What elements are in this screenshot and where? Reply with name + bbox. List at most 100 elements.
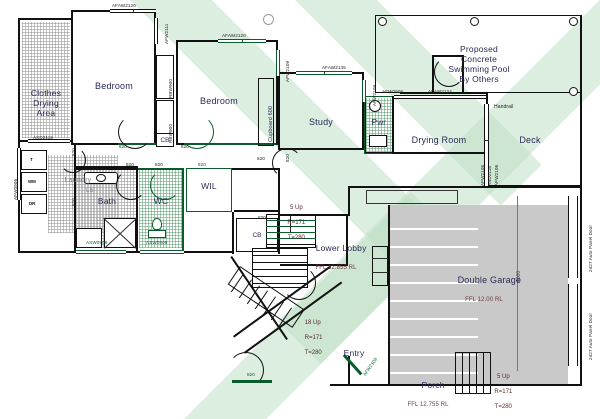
door-tag-bath: 820	[71, 198, 76, 206]
wall-study-left	[278, 72, 280, 150]
cb-bedroom-hall: CB	[156, 133, 174, 147]
garage-door-tag-bottom: 2427 Auto Panel Door	[588, 313, 593, 360]
window-drying-top	[394, 95, 486, 99]
stair-shaft-tread	[372, 272, 388, 273]
room-label-deck: Deck	[519, 135, 541, 145]
stair-annotation-porch: 5 Up R=171 T=280	[478, 367, 522, 419]
entry-door-leaf	[232, 380, 272, 383]
lower-lobby-ffl: FFL 12.855 RL	[315, 265, 357, 271]
wall-bath-top	[74, 168, 138, 170]
stair-lobby-arrow	[290, 216, 291, 232]
wall-porch-edge	[348, 356, 350, 386]
door-tag-entry: 820	[247, 372, 255, 377]
door-tag-hall-1: 820	[126, 162, 134, 167]
window-tag-study-right: AFW2109	[372, 84, 377, 106]
slab-joint	[388, 282, 478, 284]
room-label-bedroom-2: Bedroom	[200, 96, 238, 106]
slab-joint	[388, 336, 478, 338]
door-swing-bedroom1	[118, 115, 152, 149]
dryer-label: DR	[29, 201, 36, 206]
window-tag-cda-bottom: ASD2118	[33, 135, 54, 140]
door-swing-bed2-right	[272, 148, 302, 178]
wall-study-right	[362, 72, 364, 150]
window-mullion	[484, 140, 489, 141]
wall-hall-bottom	[74, 166, 138, 168]
slab-joint	[388, 300, 478, 302]
wall-lobby-top	[234, 210, 280, 212]
wall-laundry-right	[74, 145, 76, 253]
wc-pan	[152, 218, 162, 230]
stair-annotation-main: 18 Up R=171 T=280	[298, 313, 342, 365]
garage-door-panel-bottom	[568, 284, 578, 366]
room-label-bedroom-1: Bedroom	[95, 81, 133, 91]
stair-porch	[455, 352, 491, 394]
tub-label: T	[30, 157, 33, 162]
door-swing-garage-internal	[282, 266, 316, 300]
window-mullion	[242, 39, 243, 43]
window-tag-laundry-left: AFW0906	[13, 178, 18, 200]
stair-shaft-lobby	[372, 246, 388, 286]
wall-drying-bottom	[364, 152, 486, 154]
room-label-laundry: Laundry	[64, 177, 92, 184]
wall-pwr-right	[392, 96, 394, 154]
robe-tag-2: RBW900	[168, 124, 173, 143]
wall-wc-top	[138, 168, 184, 170]
garage-door-tag-top: 2427 Auto Panel Door	[588, 225, 593, 272]
wall-garage-inner	[388, 205, 390, 385]
wall-bed2-bottom-green	[184, 143, 276, 145]
stair-count: 18 Up	[304, 320, 321, 327]
room-label-pool: Proposed Concrete Swimming Pool By Other…	[448, 44, 510, 84]
lower-lobby-name: Lower Lobby	[315, 243, 367, 253]
window-tag-deck-3: AFW2106	[480, 164, 485, 186]
stair-main-lower	[232, 248, 332, 338]
slab-joint	[388, 354, 478, 356]
stair-tread: T=280	[287, 235, 305, 242]
door-tag-bed2-right: 820	[257, 156, 265, 161]
window-tag-bed2-right: AFW2109	[285, 60, 290, 82]
wall-bed1-robe-edge	[154, 45, 156, 145]
window-cda-bottom	[28, 139, 70, 143]
garage-dim-line	[517, 196, 518, 371]
pool-column	[378, 17, 387, 26]
wall-drying-left	[364, 96, 366, 154]
wall-corridor-right	[278, 168, 280, 210]
wall-bath-right	[136, 168, 138, 253]
window-tag-wc-bottom: ASW0909	[146, 240, 168, 245]
window-laundry-left	[17, 148, 21, 200]
door-swing-bath	[116, 170, 146, 200]
pwr-basin	[369, 100, 381, 112]
wall-wc-right	[182, 168, 184, 253]
window-bath-bottom	[76, 250, 126, 254]
window-tag-deck-2: ASD2118	[487, 165, 492, 186]
stair-riser: R=171	[287, 220, 306, 227]
room-label-study: Study	[308, 117, 333, 127]
stair-riser: R=171	[494, 389, 513, 396]
wall-garage-bottom	[388, 384, 582, 386]
room-label-wil: WIL	[201, 181, 217, 191]
door-swing-pool	[434, 57, 464, 87]
wall-bed1-bottom	[71, 143, 156, 145]
wil-room	[186, 168, 232, 212]
window-mullion	[324, 71, 325, 75]
window-tag-drying-left: AFW0906	[382, 89, 404, 94]
cb-label: CB	[160, 137, 170, 144]
robe-tag-1: RBW900	[168, 79, 173, 98]
basin	[96, 174, 106, 182]
pwr-wc	[369, 135, 387, 147]
window-wc-bottom	[140, 250, 184, 254]
stair-tread: T=280	[304, 350, 322, 357]
slab-joint	[388, 318, 478, 320]
porch-name: Porch	[421, 380, 445, 390]
cupboard-600-label: Cupboard 600	[268, 105, 274, 142]
wall-lobby-right	[346, 214, 348, 266]
window-tag-deck-1: AFW2106	[494, 164, 499, 186]
wall-pool-step-l	[432, 55, 434, 93]
window-tag-drying-top: AFAW2124	[428, 89, 452, 94]
slab-joint	[388, 264, 478, 266]
window-study-right	[362, 80, 366, 102]
room-label-clothes-drying-area: Clothes Drying Area	[30, 88, 62, 118]
window-tag-bed2-top: AFAW2120	[222, 33, 246, 38]
room-label-lower-lobby: Lower Lobby FFL 12.855 RL	[288, 233, 384, 293]
door-swing-laundry	[60, 147, 86, 173]
door-tag-bedroom2: 820	[181, 144, 189, 149]
